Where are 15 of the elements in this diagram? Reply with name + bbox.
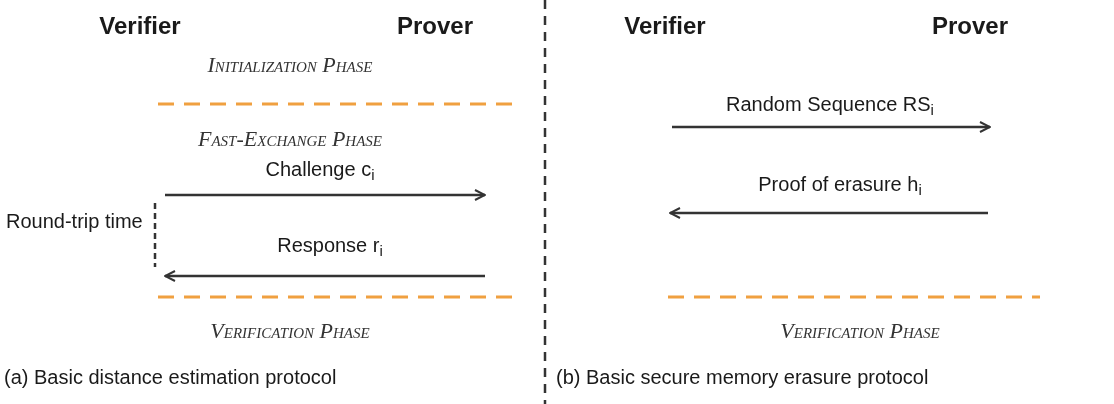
phase-title: Verification Phase: [209, 317, 371, 345]
phase-title: Initialization Phase: [206, 51, 374, 79]
party-heading: Verifier: [98, 11, 182, 41]
message-label: Random Sequence RS$_{i}$: [725, 92, 935, 119]
message-label: Response r$_{i}$: [276, 233, 384, 260]
message-label: Proof of erasure h$_{i}$: [757, 172, 923, 199]
party-heading: Prover: [395, 11, 474, 41]
caption: (b) Basic secure memory erasure protocol: [556, 365, 930, 390]
message-label: Challenge c$_{i}$: [264, 157, 376, 184]
party-heading: Prover: [930, 11, 1009, 41]
phase-title: Fast-Exchange Phase: [197, 125, 383, 153]
round-trip-label: Round-trip time: [6, 209, 144, 234]
party-heading: Verifier: [623, 11, 707, 41]
caption: (a) Basic distance estimation protocol: [4, 365, 338, 390]
phase-title: Verification Phase: [779, 317, 941, 345]
